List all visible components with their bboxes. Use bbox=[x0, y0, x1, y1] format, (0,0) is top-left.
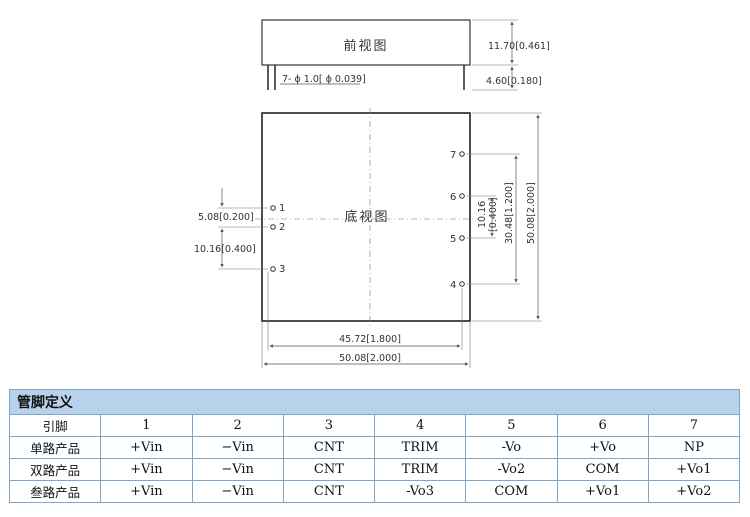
pin-4-hole bbox=[459, 281, 465, 287]
table-cell: +Vo1 bbox=[647, 458, 741, 481]
table-cell: −Vin bbox=[191, 480, 284, 503]
pin-4-label: 4 bbox=[450, 280, 456, 291]
front-view-label: 前视图 bbox=[343, 38, 388, 54]
table-header-cell: 6 bbox=[556, 414, 649, 437]
bottom-view-body bbox=[261, 112, 471, 322]
pin-5-hole bbox=[459, 235, 465, 241]
height-dim-label: 11.70[0.461] bbox=[488, 41, 550, 52]
table-cell: TRIM bbox=[373, 458, 467, 481]
table-cell: CNT bbox=[282, 436, 376, 459]
table-cell: -Vo bbox=[465, 436, 558, 459]
table-cell: +Vin bbox=[100, 436, 193, 459]
table-cell: CNT bbox=[282, 458, 376, 481]
table-cell: TRIM bbox=[373, 436, 467, 459]
mechanical-drawing: 前视图 7- ϕ 1.0[ ϕ 0.039] 11.70[0.461] 4.60… bbox=[194, 19, 550, 368]
table-cell: +Vin bbox=[100, 480, 193, 503]
table-cell: -Vo3 bbox=[373, 480, 467, 503]
pin-definition-table: 管脚定义 引脚 1 2 3 4 5 6 7 单路产品 +Vin −Vin CNT… bbox=[8, 389, 741, 503]
pin-1-hole bbox=[270, 205, 276, 211]
right-pitch-label-a: 10.16 bbox=[477, 201, 488, 228]
table-title-row: 管脚定义 bbox=[9, 389, 740, 415]
pin-spec-label: 7- ϕ 1.0[ ϕ 0.039] bbox=[282, 74, 366, 85]
pin-3-hole bbox=[270, 266, 276, 272]
table-cell: 叁路产品 bbox=[8, 480, 102, 503]
table-cell: COM bbox=[465, 480, 558, 503]
table-cell: +Vo1 bbox=[556, 480, 649, 503]
table-cell: +Vin bbox=[100, 458, 193, 481]
table-cell: −Vin bbox=[191, 458, 284, 481]
pin-pitch-1-label: 5.08[0.200] bbox=[198, 212, 254, 223]
right-span-label: 30.48[1.200] bbox=[504, 182, 515, 244]
table-cell: -Vo2 bbox=[465, 458, 558, 481]
inner-width-label: 45.72[1.800] bbox=[339, 334, 401, 345]
table-row: 叁路产品 +Vin −Vin CNT -Vo3 COM +Vo1 +Vo2 bbox=[8, 480, 741, 503]
pin-length-dim-label: 4.60[0.180] bbox=[486, 76, 542, 87]
table-header-row: 引脚 1 2 3 4 5 6 7 bbox=[8, 414, 741, 437]
table-row: 单路产品 +Vin −Vin CNT TRIM -Vo +Vo NP bbox=[8, 436, 741, 459]
body-height-label: 50.08[2.000] bbox=[526, 182, 537, 244]
table-header-cell: 引脚 bbox=[8, 414, 102, 437]
right-pitch-label-b: [0.400] bbox=[488, 197, 499, 232]
pin-3-label: 3 bbox=[279, 264, 285, 275]
pin-7-hole bbox=[459, 151, 465, 157]
pin-2-label: 2 bbox=[279, 222, 285, 233]
front-view: 前视图 7- ϕ 1.0[ ϕ 0.039] 11.70[0.461] 4.60… bbox=[261, 19, 550, 91]
table-cell: +Vo2 bbox=[647, 480, 741, 503]
bottom-view: 底视图 1 2 3 7 6 5 4 5.08[0.200] 10.16[0. bbox=[194, 108, 542, 368]
pin-6-hole bbox=[459, 193, 465, 199]
front-view-body bbox=[261, 19, 471, 66]
table-cell: −Vin bbox=[191, 436, 284, 459]
table-header-cell: 7 bbox=[647, 414, 741, 437]
table-cell: +Vo bbox=[556, 436, 649, 459]
table-cell: 双路产品 bbox=[8, 458, 102, 481]
bottom-view-label: 底视图 bbox=[344, 209, 389, 225]
table-header-cell: 5 bbox=[465, 414, 558, 437]
table-row: 双路产品 +Vin −Vin CNT TRIM -Vo2 COM +Vo1 bbox=[8, 458, 741, 481]
pin-pitch-2-label: 10.16[0.400] bbox=[194, 244, 256, 255]
table-header-cell: 4 bbox=[373, 414, 467, 437]
pin-1-label: 1 bbox=[279, 203, 285, 214]
body-width-label: 50.08[2.000] bbox=[339, 353, 401, 364]
table-cell: NP bbox=[647, 436, 741, 459]
table-cell: 单路产品 bbox=[8, 436, 102, 459]
table-header-cell: 2 bbox=[191, 414, 284, 437]
table-cell: COM bbox=[556, 458, 649, 481]
pin-6-label: 6 bbox=[450, 192, 456, 203]
table-title: 管脚定义 bbox=[9, 389, 740, 415]
pin-5-label: 5 bbox=[450, 234, 456, 245]
table-header-cell: 3 bbox=[282, 414, 376, 437]
pin-7-label: 7 bbox=[450, 150, 456, 161]
table-header-cell: 1 bbox=[100, 414, 193, 437]
pin-2-hole bbox=[270, 224, 276, 230]
table-cell: CNT bbox=[282, 480, 376, 503]
